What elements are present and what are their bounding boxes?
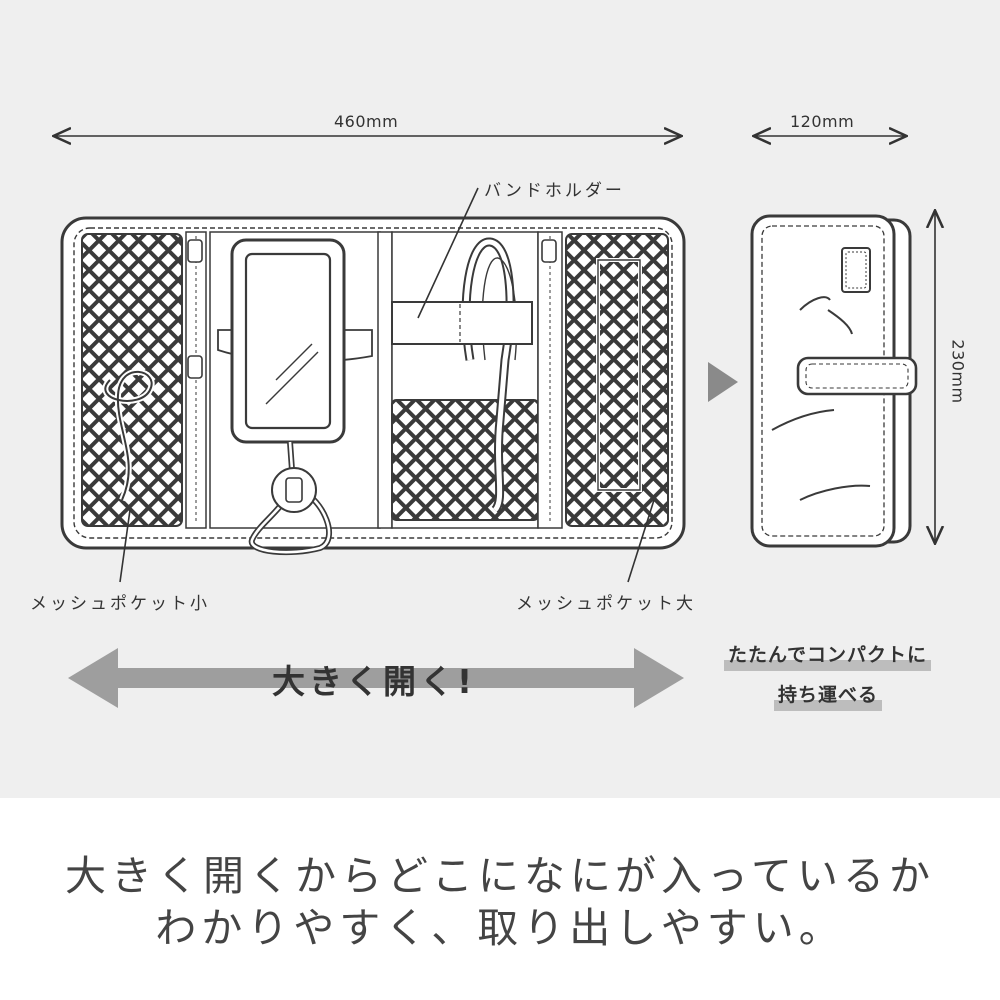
folded-case-strap bbox=[796, 356, 918, 396]
dimension-height-folded: 230mm bbox=[948, 339, 968, 404]
caption-panel bbox=[0, 798, 1000, 1000]
product-illustration bbox=[0, 0, 1000, 708]
mesh-pocket-small bbox=[81, 233, 183, 527]
mesh-pocket-middle bbox=[391, 399, 539, 521]
bottom-text-line2: わかりやすく、取り出しやすい。 bbox=[155, 904, 845, 952]
caption-folded-line1: たたんでコンパクトに bbox=[723, 640, 932, 671]
folded-case bbox=[750, 214, 918, 548]
dimension-width-open: 460mm bbox=[334, 112, 399, 131]
dimension-width-folded: 120mm bbox=[790, 112, 855, 131]
caption-folded-line2: 持ち運べる bbox=[773, 680, 883, 711]
band-holder bbox=[391, 301, 533, 345]
bottom-text-line1: 大きく開くからどこになにが入っているか bbox=[65, 852, 935, 900]
open-case bbox=[60, 216, 686, 556]
caption-open-wide: 大きく開く! bbox=[272, 662, 477, 701]
big-open-arrow bbox=[68, 648, 684, 708]
mesh-pocket-large bbox=[565, 233, 669, 527]
fold-arrow-icon bbox=[708, 362, 738, 402]
label-mesh-pocket-large: メッシュポケット大 bbox=[516, 594, 696, 614]
label-mesh-pocket-small: メッシュポケット小 bbox=[30, 594, 210, 614]
label-band-holder: バンドホルダー bbox=[484, 181, 625, 201]
